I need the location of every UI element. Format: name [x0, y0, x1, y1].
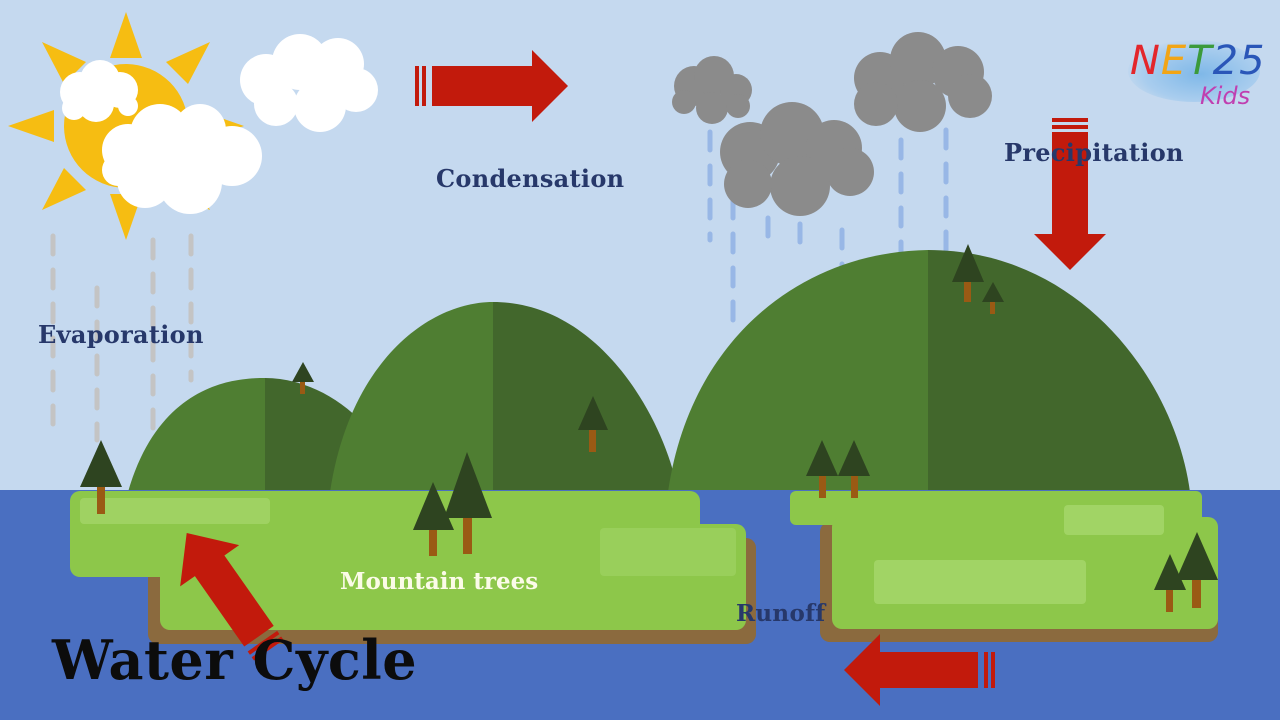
precipitation-label: Precipitation [1004, 138, 1184, 167]
net25-kids-logo: NET25 Kids [1128, 34, 1268, 110]
tree-icon [952, 244, 984, 302]
evaporation-label: Evaporation [38, 320, 204, 349]
tree-icon [578, 396, 608, 452]
arrow-up-icon [180, 533, 284, 661]
tree-icon [292, 362, 314, 394]
tree-icon [838, 440, 870, 498]
tree-icon [1176, 532, 1218, 608]
cloud-icon [240, 34, 378, 132]
tree-icon [982, 282, 1004, 314]
rain-cloud-icon [720, 102, 874, 216]
rain-cloud-icon [854, 32, 992, 132]
hill [330, 302, 678, 492]
logo-wordmark: NET25 [1130, 38, 1266, 84]
right-island [790, 491, 1218, 642]
rain-cloud-icon [672, 56, 752, 124]
left-island [70, 491, 756, 644]
tree-icon [80, 440, 122, 514]
logo-kids-text: Kids [1200, 82, 1251, 110]
diagram-title: Water Cycle [52, 628, 418, 692]
arrow-right-icon [415, 50, 568, 122]
tree-icon [806, 440, 838, 498]
mountain-trees-label: Mountain trees [340, 568, 539, 595]
arrow-down-icon [1034, 118, 1106, 270]
runoff-label: Runoff [736, 600, 826, 627]
evaporation-dashes [50, 233, 194, 478]
tree-icon [413, 482, 454, 556]
arrow-left-icon [844, 634, 995, 706]
tree-icon [1154, 554, 1186, 612]
condensation-label: Condensation [436, 164, 625, 193]
cloud-icon [102, 104, 262, 214]
tree-icon [444, 452, 492, 554]
logo-background [1128, 40, 1260, 102]
cloud-icon [60, 60, 138, 122]
